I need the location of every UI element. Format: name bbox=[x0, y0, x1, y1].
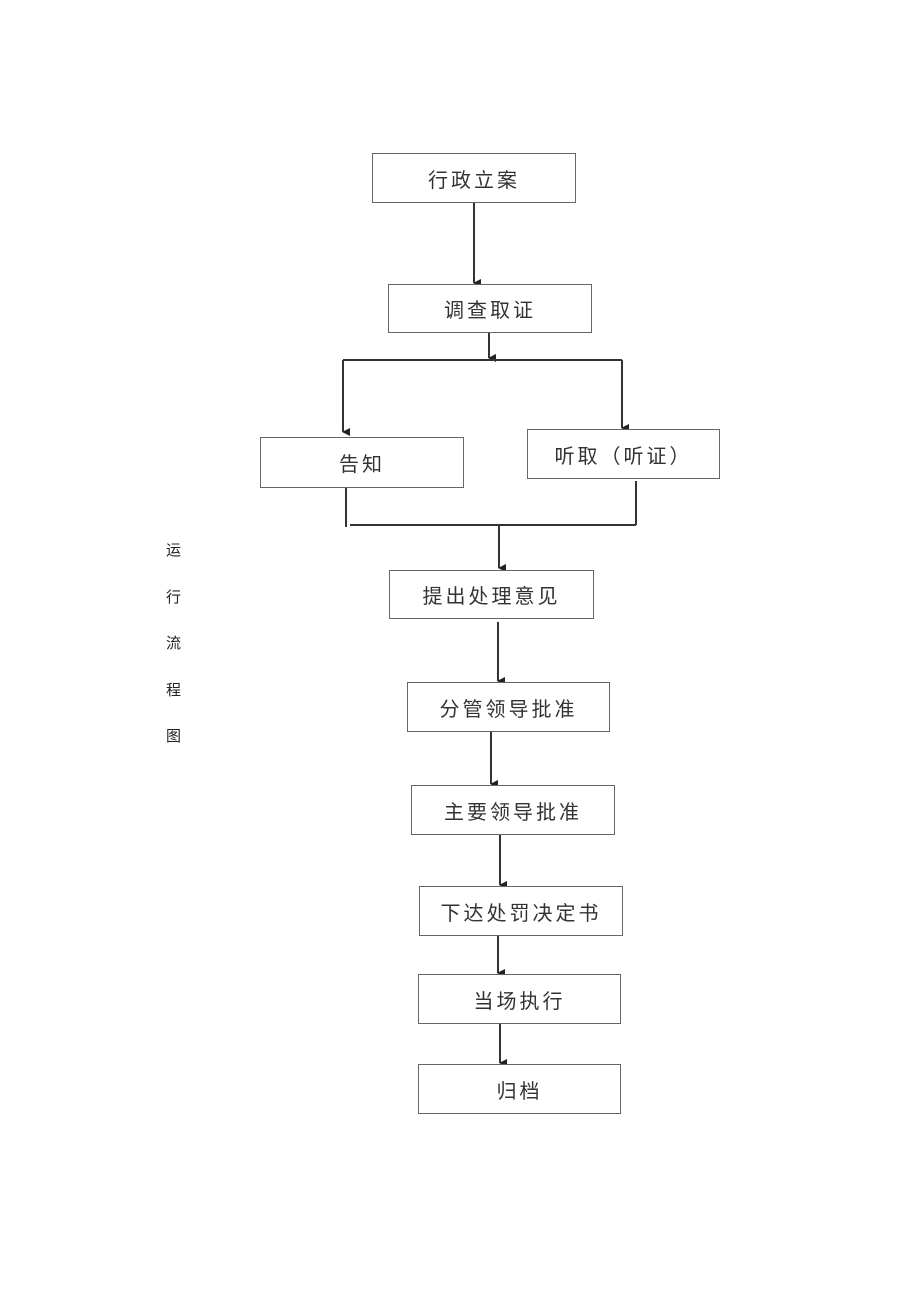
node-hearing: 听取（听证） bbox=[527, 429, 720, 479]
node-issue-decision: 下达处罚决定书 bbox=[419, 886, 623, 936]
side-title-char: 流 bbox=[166, 634, 182, 652]
node-investigation: 调查取证 bbox=[388, 284, 592, 333]
side-title-char: 运 bbox=[166, 541, 182, 559]
side-title-char: 图 bbox=[166, 727, 182, 745]
side-title-char: 程 bbox=[166, 681, 182, 699]
node-notification: 告知 bbox=[260, 437, 464, 488]
node-on-site-execution: 当场执行 bbox=[418, 974, 621, 1024]
node-chief-approval: 主要领导批准 bbox=[411, 785, 615, 835]
node-deputy-approval: 分管领导批准 bbox=[407, 682, 610, 732]
node-propose-opinion: 提出处理意见 bbox=[389, 570, 594, 619]
side-title-char: 行 bbox=[166, 588, 182, 606]
node-archive: 归档 bbox=[418, 1064, 621, 1114]
node-case-filing: 行政立案 bbox=[372, 153, 576, 203]
